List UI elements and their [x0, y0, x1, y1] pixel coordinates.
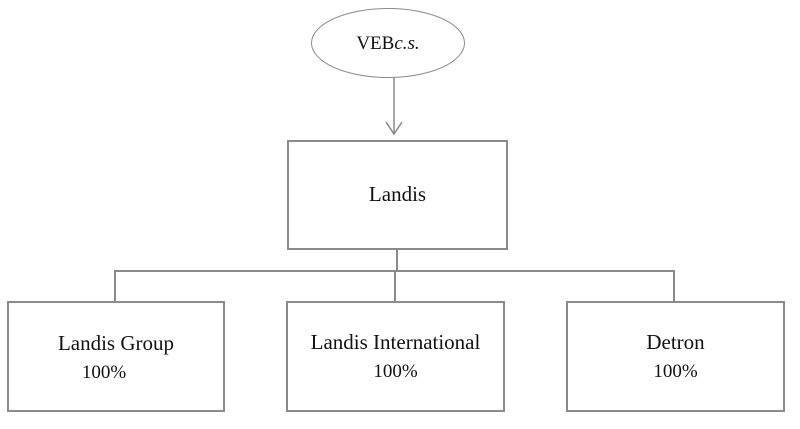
child-node-landis-group: Landis Group 100% [7, 301, 225, 412]
child-node-detron: Detron 100% [566, 301, 785, 412]
child-node-share: 100% [653, 360, 698, 382]
parent-node-label: Landis [368, 182, 427, 207]
root-node-name: VEB [356, 32, 395, 54]
child-node-label: Detron [646, 329, 705, 354]
child-node-share: 100% [373, 360, 418, 382]
arrow-head [385, 121, 403, 136]
parent-node-landis: Landis [287, 140, 508, 250]
child-node-share: 100% [81, 361, 127, 383]
child-node-label: Landis Group [57, 330, 175, 355]
child-node-landis-international: Landis International 100% [286, 301, 505, 412]
root-node-veb: VEBc.s. [311, 8, 465, 78]
child-node-label: Landis International [310, 329, 481, 354]
root-node-label: VEBc.s. [356, 34, 419, 53]
root-node-suffix: c.s. [394, 32, 420, 54]
